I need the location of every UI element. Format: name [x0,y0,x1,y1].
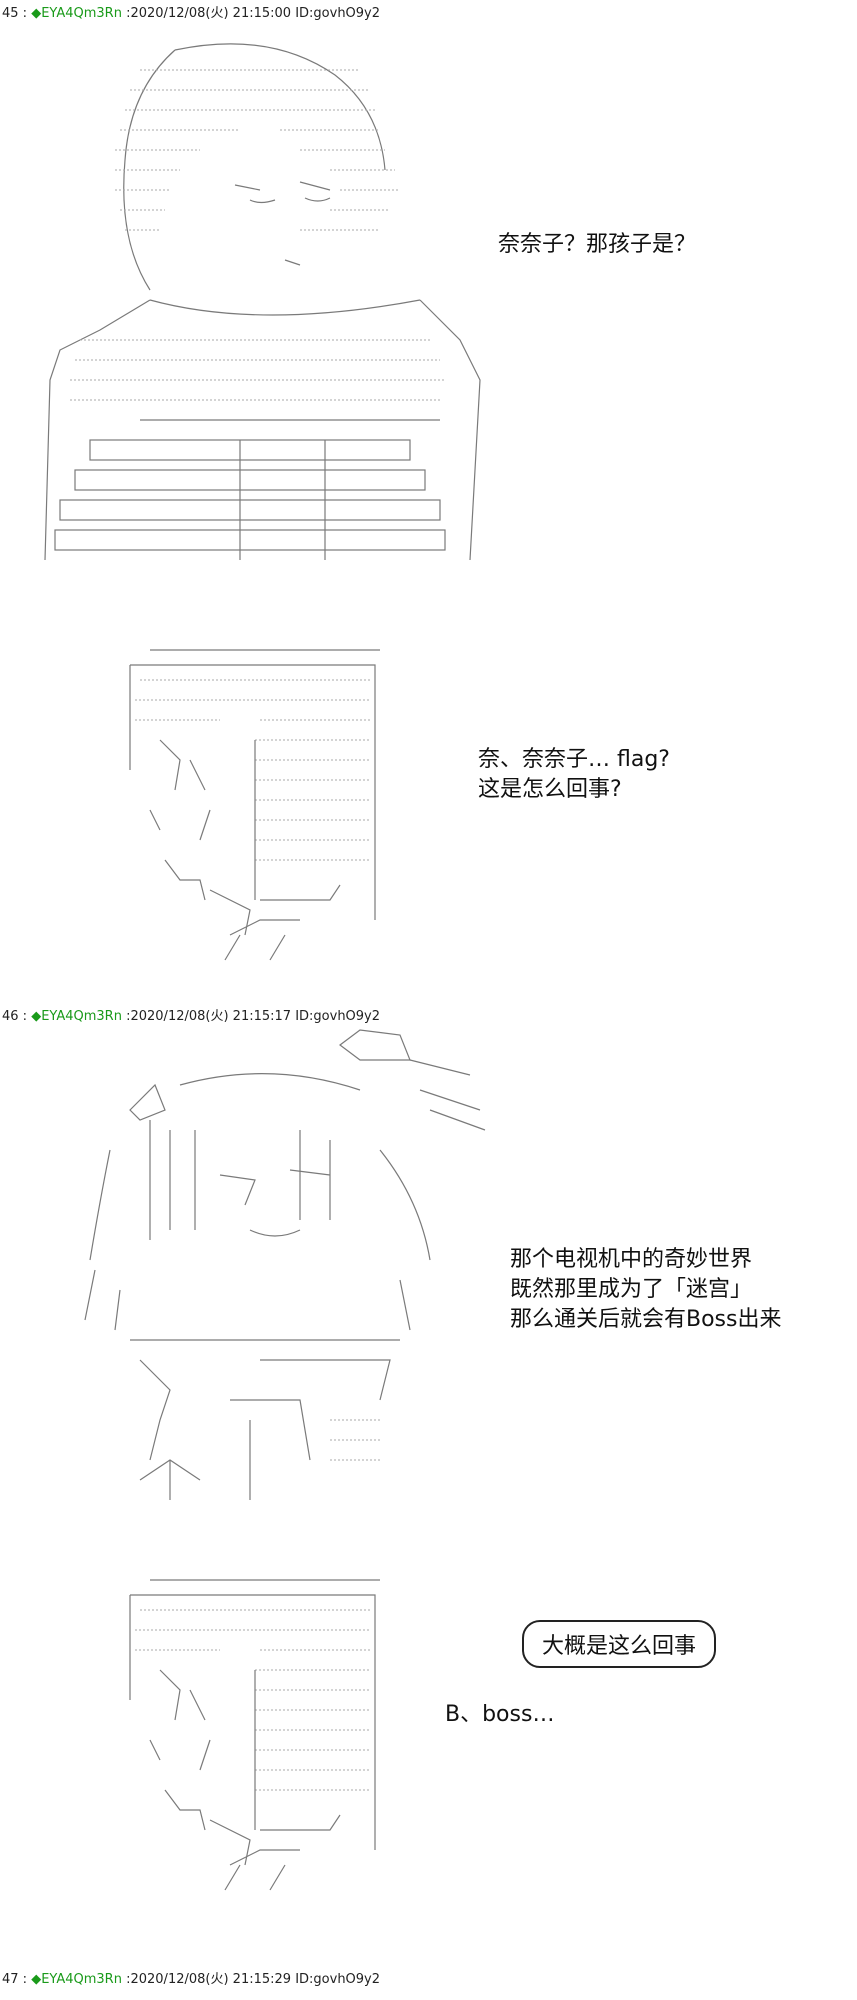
poster-name[interactable]: EYA4Qm3Rn [41,1009,122,1024]
dialog-text: 那个电视机中的奇妙世界 [510,1247,753,1272]
post-number: 45 : [2,6,28,21]
ascii-art-girl-1 [44,43,481,561]
post-meta: :2020/12/08(火) 21:15:00 ID:govhO9y2 [126,6,381,21]
dialog-text: 奈、奈奈子… flag? [478,747,670,772]
trip-diamond-icon: ◆ [31,1009,42,1024]
trip-diamond-icon: ◆ [31,1972,42,1987]
dialog-text: 既然那里成为了「迷宫」 [510,1277,753,1302]
post-header-45: 45 : ◆EYA4Qm3Rn :2020/12/08(火) 21:15:00 … [2,2,380,21]
post-header-47: 47 : ◆EYA4Qm3Rn :2020/12/08(火) 21:15:29 … [2,1968,380,1987]
dialog-text: B、boss… [445,1702,555,1727]
post-number: 47 : [2,1972,28,1987]
dialog-text: 那么通关后就会有Boss出来 [510,1307,782,1332]
post-meta: :2020/12/08(火) 21:15:17 ID:govhO9y2 [126,1009,381,1024]
speech-bubble: 大概是这么回事 [522,1620,717,1668]
dialog-text: 这是怎么回事? [478,777,622,802]
bubble-text: 大概是这么回事 [542,1634,697,1659]
post-header-46: 46 : ◆EYA4Qm3Rn :2020/12/08(火) 21:15:17 … [2,1005,380,1024]
dialog-line-1: 奈奈子？那孩子是？ [498,230,696,260]
post-number: 46 : [2,1009,28,1024]
poster-name[interactable]: EYA4Qm3Rn [41,1972,122,1987]
ascii-art-girl-3 [84,1029,486,1500]
ascii-art-figure-4 [129,1579,380,1891]
trip-diamond-icon: ◆ [31,6,42,21]
dialog-line-2: 奈、奈奈子… flag? 这是怎么回事? [478,745,670,805]
post-meta: :2020/12/08(火) 21:15:29 ID:govhO9y2 [126,1972,381,1987]
dialog-text: 奈奈子？那孩子是？ [498,232,697,257]
ascii-art-figure-2 [129,649,380,961]
poster-name[interactable]: EYA4Qm3Rn [41,6,122,21]
dialog-line-3: 那个电视机中的奇妙世界 既然那里成为了「迷宫」 那么通关后就会有Boss出来 [510,1245,781,1335]
dialog-line-4: B、boss… [445,1700,554,1730]
